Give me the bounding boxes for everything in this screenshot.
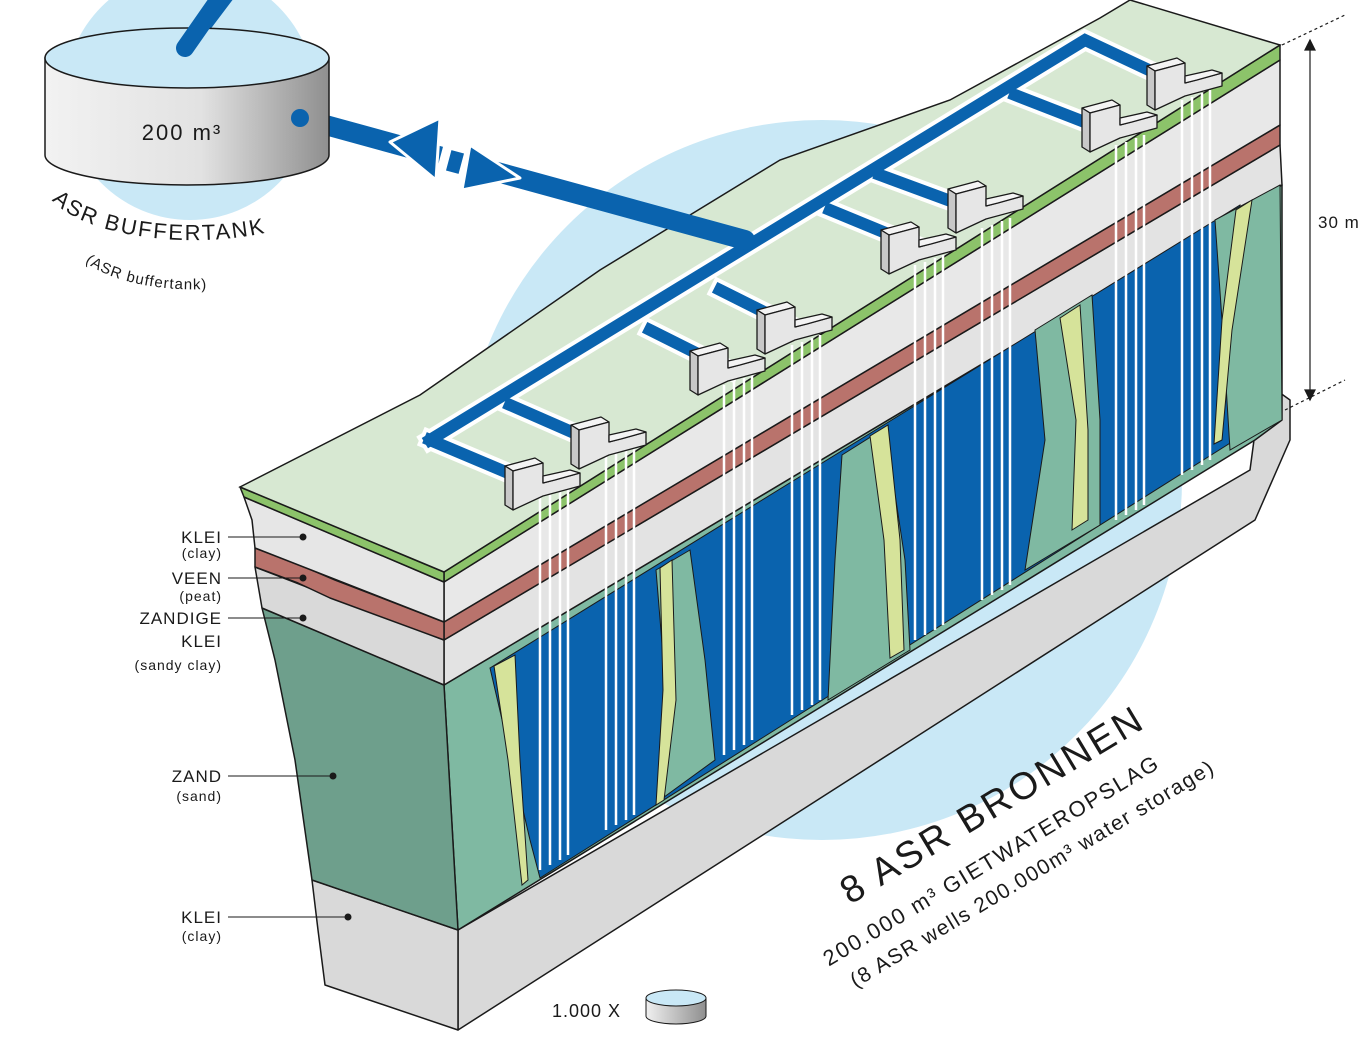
well-tubes-7	[1114, 135, 1146, 520]
layer-veen-label: VEEN	[172, 569, 222, 588]
well-tubes-6	[980, 218, 1012, 600]
well-tubes-5	[913, 255, 945, 640]
mini-tank-icon	[645, 989, 707, 1025]
tank-volume: 200 m³	[142, 120, 222, 145]
well-head-2	[570, 416, 647, 470]
layer-klei-label: KLEI	[181, 528, 222, 547]
tank-subtitle: (ASR buffertank)	[83, 251, 208, 293]
well-head-5	[880, 221, 957, 275]
well-tubes-4	[790, 335, 822, 715]
well-tubes-8	[1180, 90, 1212, 475]
well-head-3	[689, 342, 766, 396]
layer-labels: KLEI (clay) VEEN (peat) ZANDIGE KLEI (sa…	[135, 528, 222, 944]
well-head-6	[947, 180, 1024, 234]
depth-label: 30 m	[1318, 213, 1360, 232]
block-left-face	[239, 486, 459, 1031]
layer-zandige-label-2: KLEI	[181, 632, 222, 651]
flow-arrow-right-icon	[460, 143, 522, 192]
layer-veen-sub: (peat)	[179, 588, 222, 604]
well-tubes-1	[538, 485, 570, 870]
scale-label: 1.000 X	[552, 1001, 621, 1021]
well-head-8	[1146, 57, 1223, 111]
front-bottom-clay	[457, 379, 1291, 1031]
well-head-1	[504, 457, 581, 511]
layer-leader-lines	[228, 533, 352, 921]
well-tubes	[538, 90, 1212, 870]
well-tubes-2	[604, 445, 636, 830]
buffer-tank	[44, 0, 330, 186]
flow-arrow-left-icon	[388, 116, 442, 182]
well-tubes-3	[722, 375, 754, 755]
tank-subtitle-path: (ASR buffertank)	[83, 251, 207, 293]
layer-zand-label: ZAND	[172, 767, 222, 786]
layer-zand-sub: (sand)	[176, 788, 222, 804]
layer-zandige-label: ZANDIGE	[139, 609, 222, 628]
well-heads	[504, 57, 1223, 511]
supply-pipe	[290, 108, 755, 250]
top-surface	[238, 0, 1282, 573]
well-head-4	[756, 301, 833, 355]
front-veins	[493, 184, 1283, 886]
depth-indicator	[1281, 14, 1346, 411]
well-head-7	[1081, 99, 1158, 153]
layer-zandige-sub: (sandy clay)	[135, 657, 222, 673]
layer-klei-sub: (clay)	[182, 545, 222, 561]
layer-klei2-sub: (clay)	[182, 928, 222, 944]
layer-klei2-label: KLEI	[181, 908, 222, 927]
